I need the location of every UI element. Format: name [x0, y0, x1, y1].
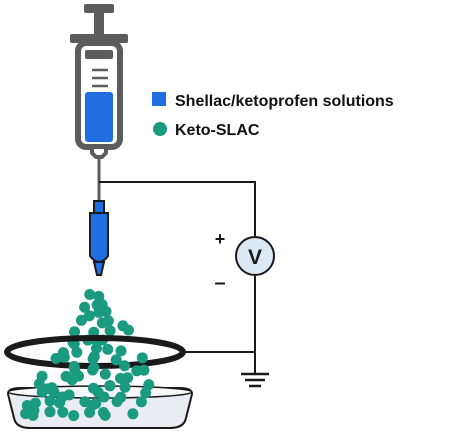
particle: [36, 386, 48, 398]
particle: [138, 364, 150, 376]
particle: [136, 352, 148, 364]
particle: [57, 406, 69, 418]
particle: [68, 410, 80, 422]
particle: [69, 326, 80, 338]
particle: [99, 368, 111, 380]
particle: [96, 317, 108, 329]
particle: [79, 301, 91, 313]
particle: [63, 389, 75, 401]
particle: [93, 306, 105, 318]
voltmeter-label: V: [248, 246, 262, 269]
particle-cloud-front: [20, 346, 155, 422]
particle: [135, 396, 147, 408]
particle: [102, 343, 114, 355]
particle: [84, 406, 96, 418]
particle: [115, 345, 127, 357]
particle: [119, 381, 131, 393]
particle: [104, 325, 116, 337]
syringe-icon: [70, 4, 128, 202]
particle: [115, 372, 126, 384]
particle: [28, 404, 40, 416]
particle: [58, 351, 70, 363]
particle: [104, 380, 116, 392]
ground-icon: [241, 372, 269, 388]
legend-label-particles: Keto-SLAC: [175, 122, 260, 139]
particle: [127, 408, 139, 420]
solution-fill: [85, 92, 113, 142]
particle: [92, 386, 104, 398]
particle: [83, 310, 95, 322]
particle: [143, 379, 155, 391]
legend-square-icon: [152, 92, 166, 106]
voltmeter-icon: V: [235, 236, 275, 276]
legend-item-solution: Shellac/ketoprofen solutions: [152, 92, 394, 110]
plus-label: +: [215, 229, 226, 249]
particle: [54, 397, 66, 409]
particle: [71, 346, 83, 358]
particle: [119, 360, 131, 372]
particle: [66, 374, 78, 386]
particle: [44, 395, 56, 407]
particle: [44, 406, 56, 418]
legend-circle-icon: [153, 122, 167, 136]
particle: [48, 386, 60, 398]
particle: [75, 314, 87, 326]
particle: [50, 353, 62, 364]
particle: [111, 396, 123, 407]
particle: [87, 353, 99, 365]
particle: [97, 407, 109, 418]
spinneret-icon: [89, 200, 109, 276]
particle: [110, 354, 122, 366]
particle: [20, 408, 32, 420]
particle: [140, 387, 152, 399]
particle-cloud-back: [67, 289, 134, 357]
particle: [84, 289, 96, 300]
circuit-wires: [99, 181, 256, 374]
particle: [88, 362, 100, 374]
legend: Shellac/ketoprofen solutions Keto-SLAC: [152, 92, 394, 139]
legend-item-particles: Keto-SLAC: [153, 122, 260, 139]
legend-label-solution: Shellac/ketoprofen solutions: [175, 93, 394, 110]
particle: [123, 324, 134, 336]
minus-label: –: [214, 272, 225, 294]
